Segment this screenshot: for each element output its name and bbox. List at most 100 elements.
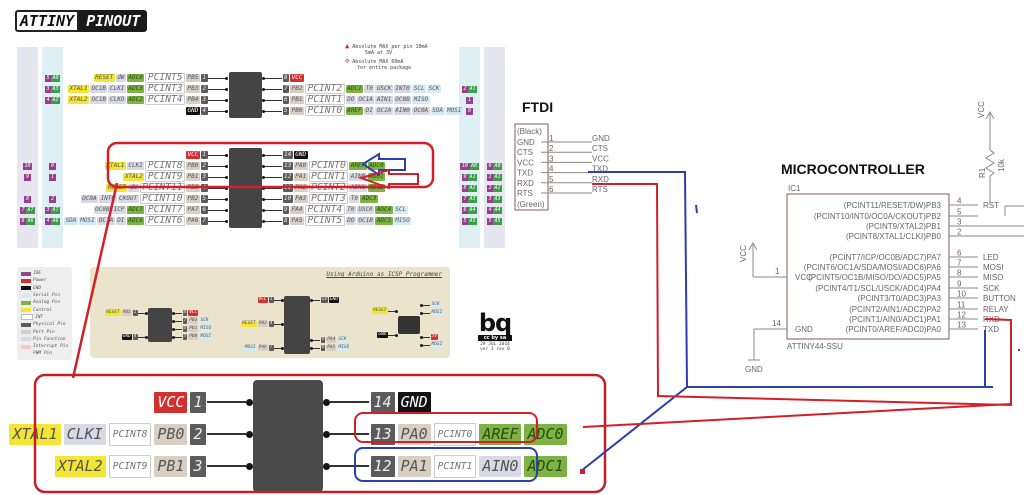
arduino-digital-pin: 7: [461, 195, 468, 203]
current-warnings: ▲ Absolute MAX per pin 10mA 5mA at 3V ⊘ …: [345, 43, 428, 72]
pin-label-port: PA4: [326, 337, 337, 343]
prohibited-icon: ⊘: [345, 57, 350, 65]
blue-arrow-icon: [361, 152, 406, 177]
legend-swatch: [21, 308, 31, 313]
mcu-pin-function: (PCINT0/AREF/ADC0)PA0: [846, 325, 942, 334]
mcu-net-label: SCK: [983, 284, 1000, 293]
pin-label-port: PA4: [290, 206, 304, 214]
pa0-highlight-box: [354, 412, 538, 443]
pin-label-analog: ADC2: [126, 96, 145, 104]
arduino-analog-pin: A1: [467, 173, 478, 181]
ic-part-number: ATTINY44-SSU: [787, 342, 843, 351]
pin-label-pcint: PCINT0: [304, 106, 345, 116]
legend-swatch: [21, 278, 31, 283]
legend-swatch: [21, 351, 31, 356]
mcu-pin-function: (PCINT9/XTAL2)PB1: [866, 222, 942, 231]
pin-connector: [208, 98, 228, 102]
ftdi-pin-name: TXD: [517, 169, 533, 178]
arduino-digital-pin: 1: [49, 173, 56, 181]
icsp-header: [398, 316, 420, 334]
ftdi-green-note: (Green): [517, 200, 545, 209]
pin-label-pcint: PCINT9: [108, 454, 152, 478]
ftdi-pin-number: 5: [549, 175, 554, 184]
legend-label: Port Pin: [33, 329, 55, 335]
pin-label-pcint: PCINT7: [145, 205, 186, 215]
pin-connector: [262, 175, 282, 179]
pin-label-pin: 4: [132, 334, 138, 340]
pin-connector: [208, 87, 228, 91]
pin-label-ctrl: XTAL1: [104, 162, 126, 170]
pin-label-pcint: PCINT10: [139, 194, 186, 204]
pin-connector: [208, 219, 228, 223]
r1-value: 10k: [997, 158, 1006, 172]
pin-label-pin: 5: [282, 107, 290, 115]
pin-label-func: DI: [115, 217, 126, 225]
pin-label-func: CKOUT: [117, 195, 139, 203]
arduino-analog-pin: A6: [25, 217, 36, 225]
pin-label-analog: ADC5: [375, 217, 393, 225]
mcu-pin-number: 3: [957, 218, 962, 227]
pin-connector: [172, 319, 182, 323]
ftdi-net-label: RTS: [592, 185, 608, 194]
pin-label-pin: 3: [200, 96, 208, 104]
pin-label-serial: MOSI: [78, 217, 97, 225]
legend-swatch: [21, 322, 31, 327]
legend-label: Interrupt Pin: [33, 344, 69, 350]
ftdi-pin-number: 4: [549, 165, 554, 174]
pin-label-port: PB5: [121, 310, 132, 316]
arduino-digital-pin: 4: [44, 217, 51, 225]
pin-connector: [208, 208, 228, 212]
pin-label-pin: 8: [320, 345, 326, 351]
pin-label-pin: 8: [282, 74, 290, 82]
mcu-pin-number: 8: [957, 269, 962, 278]
legend-item: IDE: [21, 270, 72, 277]
pin-label-func: USCK: [375, 85, 393, 93]
pin-label-pin: 10: [282, 195, 293, 203]
legend-swatch: [21, 337, 31, 342]
legend-label: GND: [33, 285, 42, 291]
pin-row: RESET: [371, 307, 398, 315]
legend-swatch: [21, 286, 31, 291]
gnd-net-label: GND: [745, 365, 763, 374]
pin-label-pin: 7: [182, 318, 188, 324]
legend-item: Serial Pin: [21, 292, 72, 299]
mcu-pin-number: 6: [957, 249, 962, 258]
connection-dot: [580, 469, 585, 474]
pin-label-power: VCC: [257, 297, 268, 303]
attiny-pinout-logo: ATTINY PINOUT: [15, 10, 148, 32]
ftdi-title: FTDI: [522, 99, 553, 115]
mcu-pin-function: (PCINT5/OC1B/MISO/DO/ADC5)PA5: [808, 273, 941, 282]
pin-label-port: PB1: [188, 326, 199, 332]
pin-connector: [323, 462, 369, 470]
pin-label-func: AIN1: [375, 96, 393, 104]
legend-item: Port Pin: [21, 328, 72, 335]
pin-connector: [274, 298, 284, 302]
arduino-digital-pin: 10: [22, 162, 33, 170]
microcontroller-title: MICROCONTROLLER: [781, 161, 925, 177]
pin-label-pcint: PCINT1: [433, 454, 477, 478]
pin-label-power: VCC: [186, 151, 200, 159]
mcu-pin-number: 9: [957, 280, 962, 289]
vcc-net-label: VCC: [739, 245, 748, 262]
pin-label-func: OC1B: [90, 85, 108, 93]
pin-label-serial: SDA: [430, 107, 445, 115]
legend-swatch: [21, 314, 33, 321]
pin-label-port: PA0: [397, 423, 431, 445]
pin-label-analog: ADC0: [126, 74, 145, 82]
pin-label-pcint: PCINT2: [304, 84, 345, 94]
